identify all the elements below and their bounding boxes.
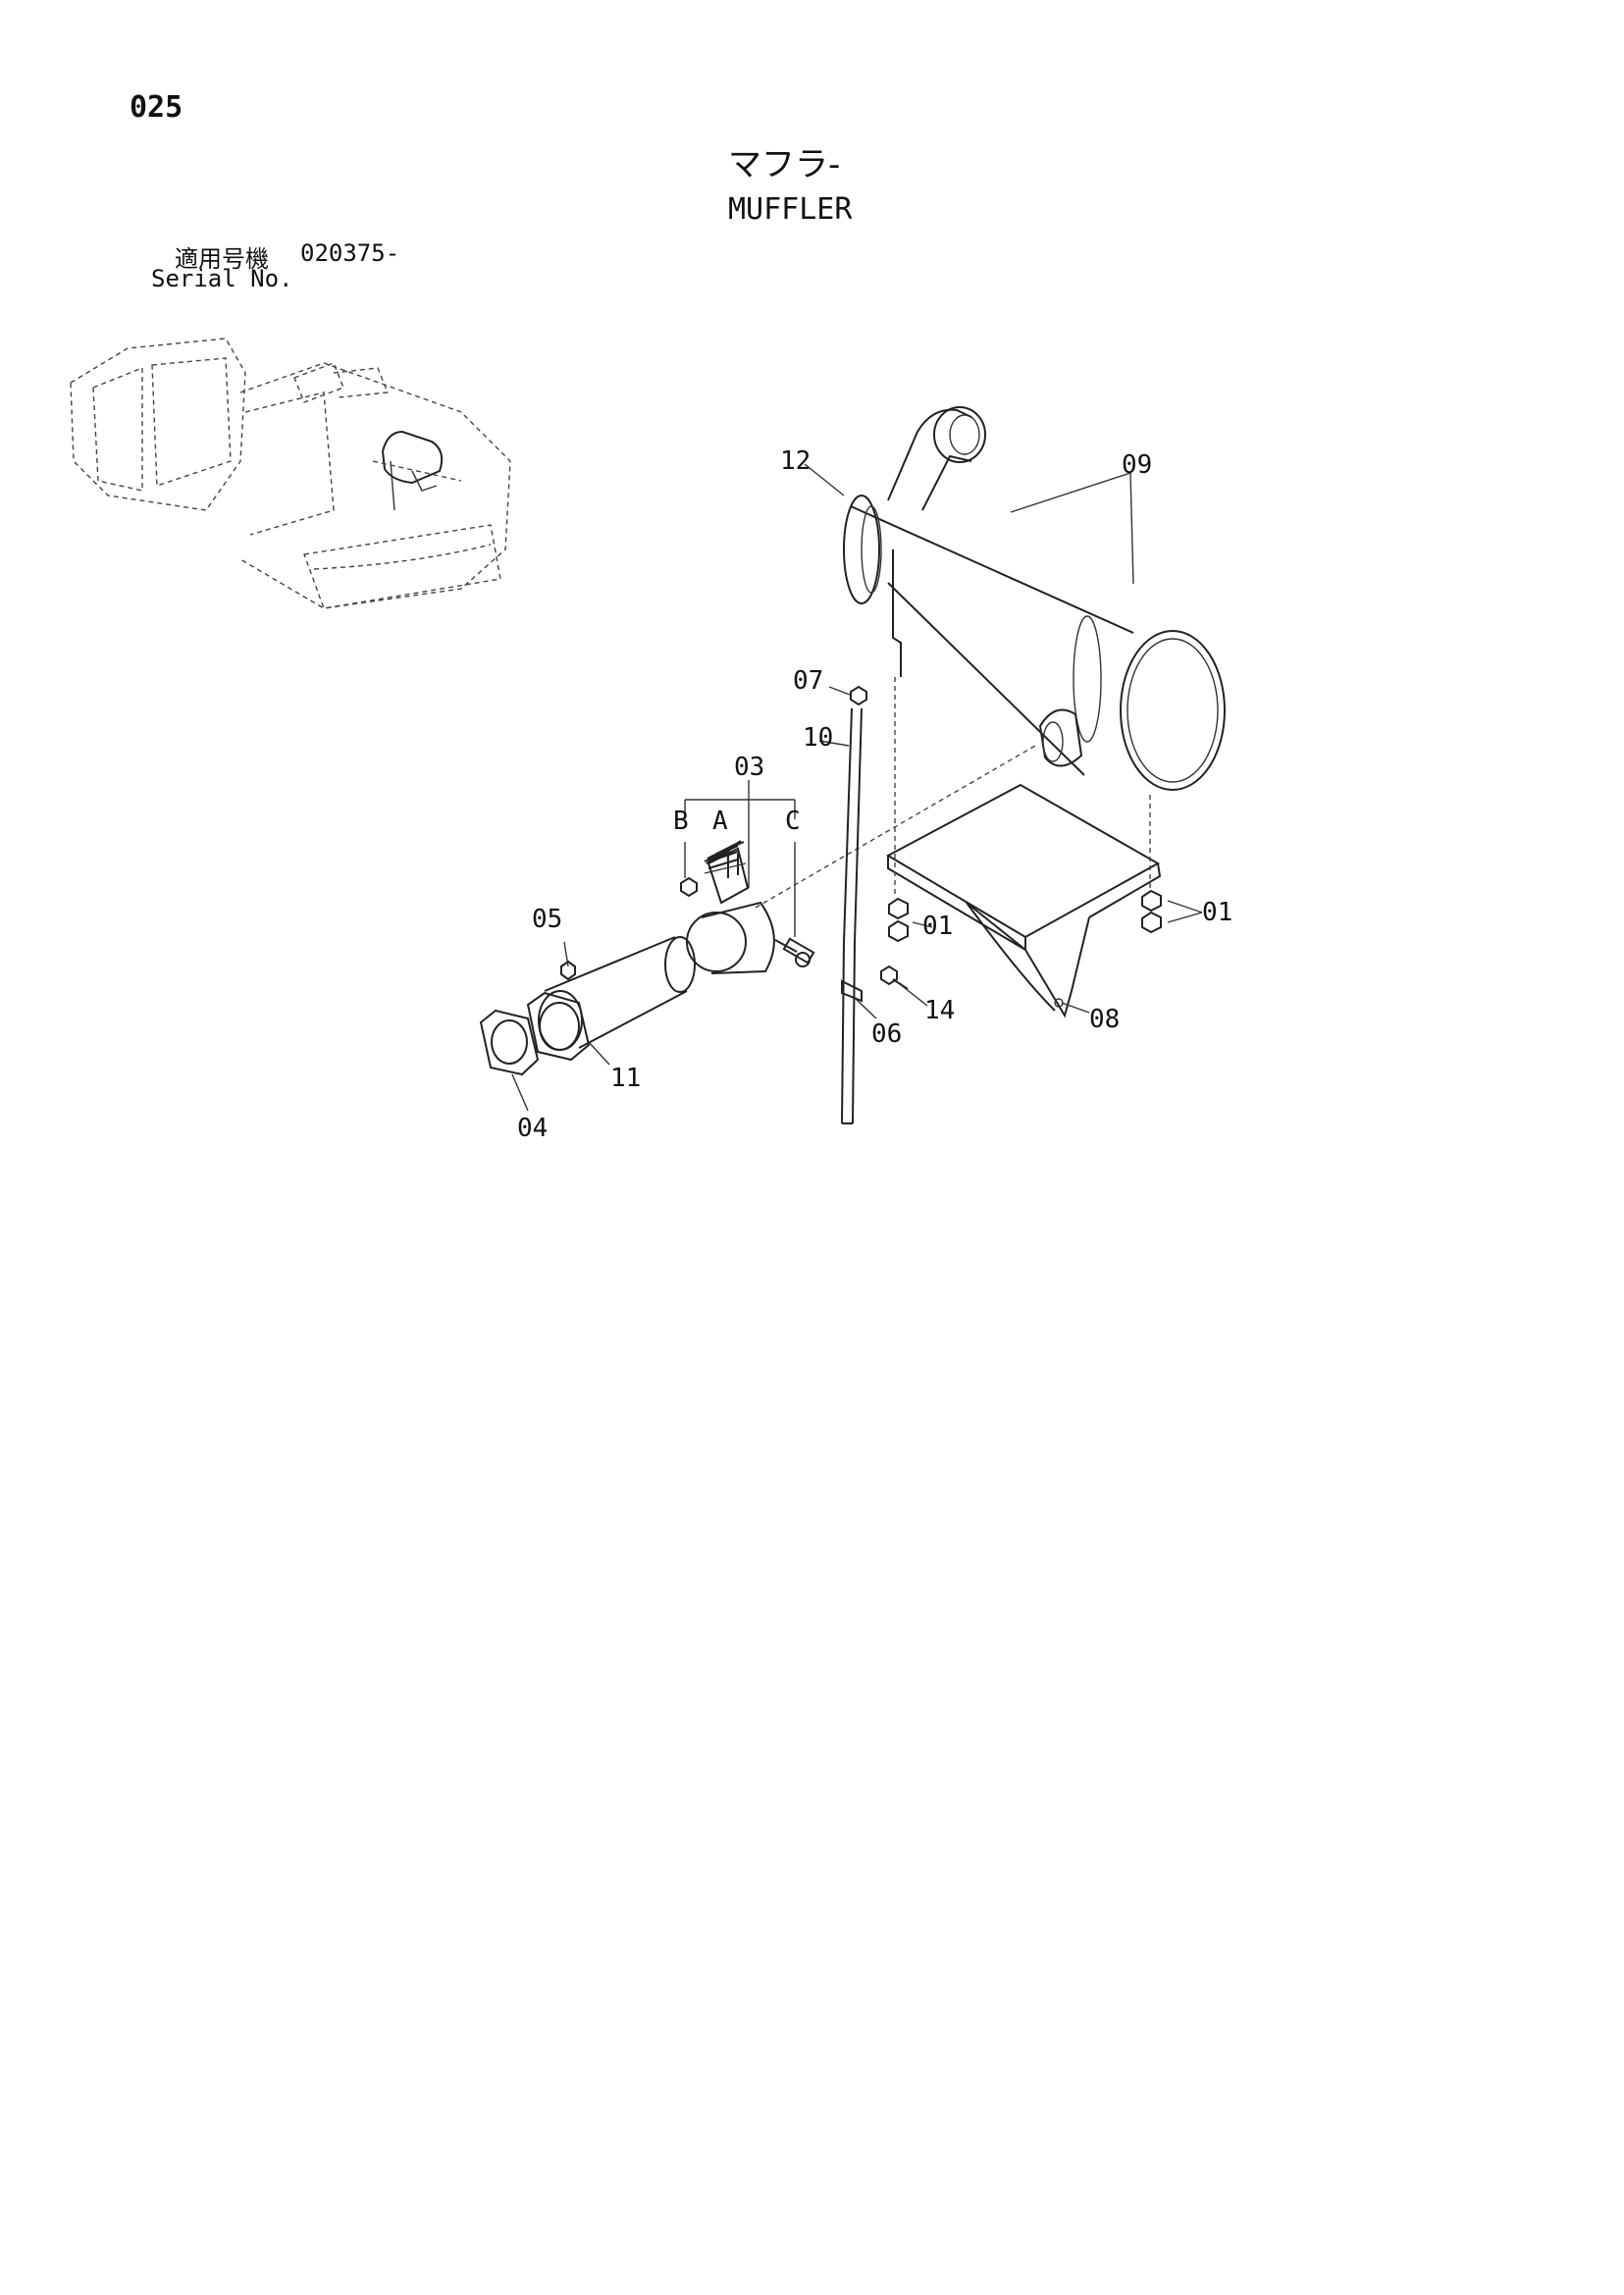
nuts-01	[888, 677, 1203, 943]
pin-A	[704, 845, 739, 864]
callout-06: 06	[871, 1019, 902, 1049]
muffler-body	[843, 406, 1226, 791]
callout-07: 07	[793, 666, 823, 696]
bolt-14	[880, 965, 909, 990]
hose-10	[818, 685, 867, 1124]
callout-08: 08	[1089, 1005, 1120, 1034]
callout-10: 10	[803, 723, 833, 753]
page-title-english: MUFFLER	[728, 192, 853, 227]
callout-B: B	[673, 807, 689, 836]
clip-06	[841, 979, 863, 1003]
callout-01-left: 01	[922, 912, 953, 941]
callout-12: 12	[780, 446, 811, 476]
serial-label-japanese: 適用号機	[175, 245, 269, 273]
flanges-04	[479, 960, 591, 1076]
callout-01-right: 01	[1202, 898, 1232, 927]
bracket-08	[885, 783, 1162, 1018]
callout-04: 04	[517, 1114, 548, 1143]
page-title-japanese: マフラ-	[728, 145, 841, 184]
callout-14: 14	[924, 996, 955, 1025]
callout-03: 03	[734, 753, 764, 782]
excavator-location-thumbnail	[70, 338, 511, 609]
serial-label-english: Serial No.	[151, 265, 293, 292]
callout-A: A	[712, 807, 728, 836]
callout-11: 11	[610, 1064, 641, 1093]
page-number: 025	[130, 90, 183, 125]
callout-C: C	[785, 807, 801, 836]
serial-number-value: 020375-	[300, 239, 400, 267]
callout-09: 09	[1122, 450, 1152, 480]
pipe-11	[538, 936, 696, 1051]
leader-lines	[511, 463, 1134, 1112]
callout-05: 05	[532, 905, 562, 934]
